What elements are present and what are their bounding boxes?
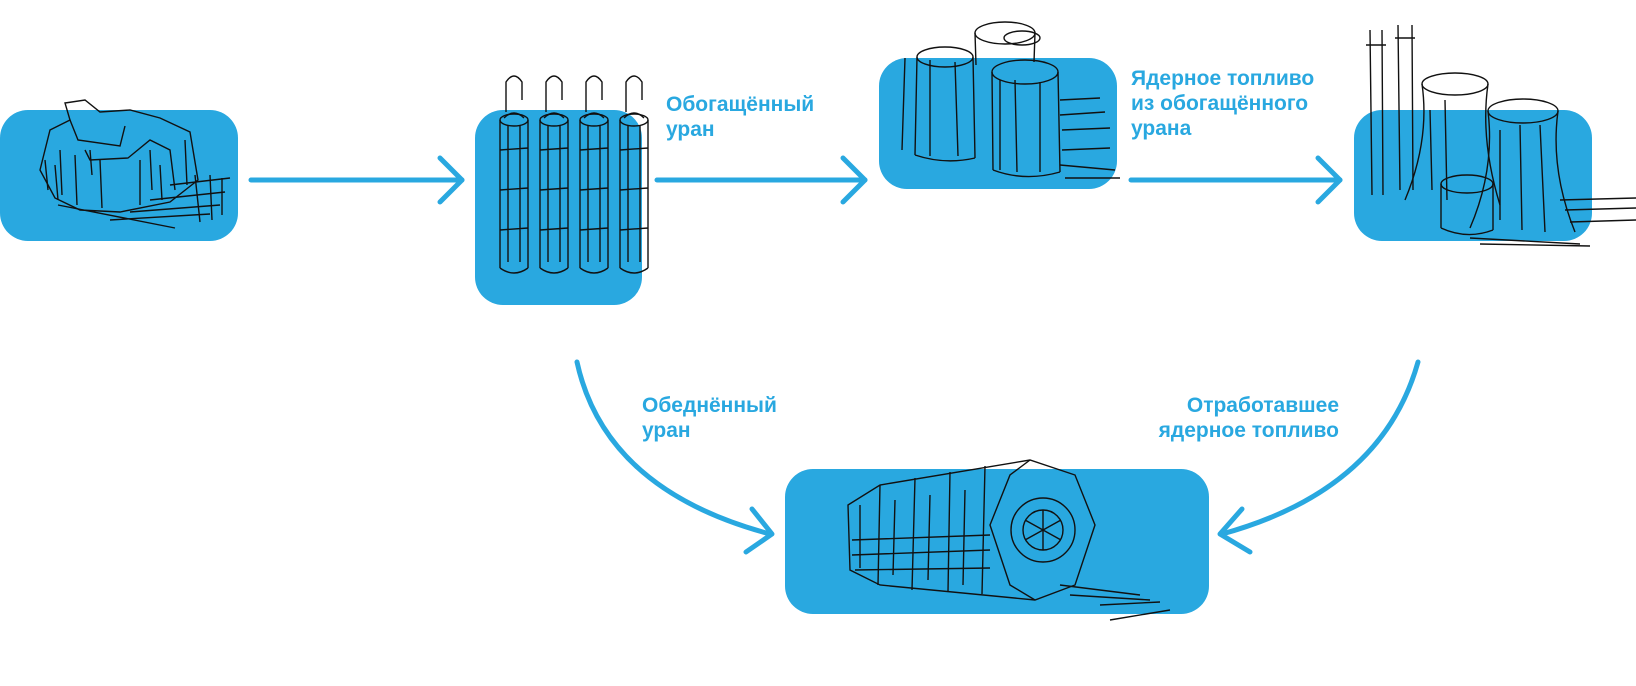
arrow-ore-to-rods xyxy=(248,155,465,205)
fuel-rod xyxy=(619,75,649,274)
fuel-rod xyxy=(499,75,529,274)
fuel-rod-bundle-sketch-icon xyxy=(499,75,649,274)
label-fuel-from-enriched-uranium: Ядерное топливо из обогащённого урана xyxy=(1131,67,1315,140)
stage-nuclear-power-plant xyxy=(1354,24,1636,247)
arrows xyxy=(248,155,1421,555)
label-depleted-uranium: Обеднённый уран xyxy=(642,394,777,442)
power-plant-sketch-icon xyxy=(1366,24,1636,247)
stage-fuel-rods xyxy=(475,75,649,305)
storage-cylinders-sketch-icon xyxy=(901,21,1120,179)
label-spent-nuclear-fuel: Отработавшее ядерное топливо xyxy=(1158,394,1339,442)
label-enriched-uranium: Обогащённый уран xyxy=(666,93,815,141)
arrow-plant-to-container xyxy=(1217,359,1421,555)
fuel-rod xyxy=(539,75,569,274)
arrow-rods-to-cylinders xyxy=(654,155,868,205)
stage-ore-deposit xyxy=(0,99,238,241)
fuel-rod xyxy=(579,75,609,274)
spent-fuel-container-sketch-icon xyxy=(847,459,1171,621)
stage-waste-container xyxy=(785,459,1209,621)
arrow-cylinders-to-plant xyxy=(1128,155,1343,205)
arrow-rods-to-container xyxy=(574,359,775,555)
ore-rock-sketch-icon xyxy=(39,99,231,229)
stage-enrichment-cylinders xyxy=(879,21,1120,189)
